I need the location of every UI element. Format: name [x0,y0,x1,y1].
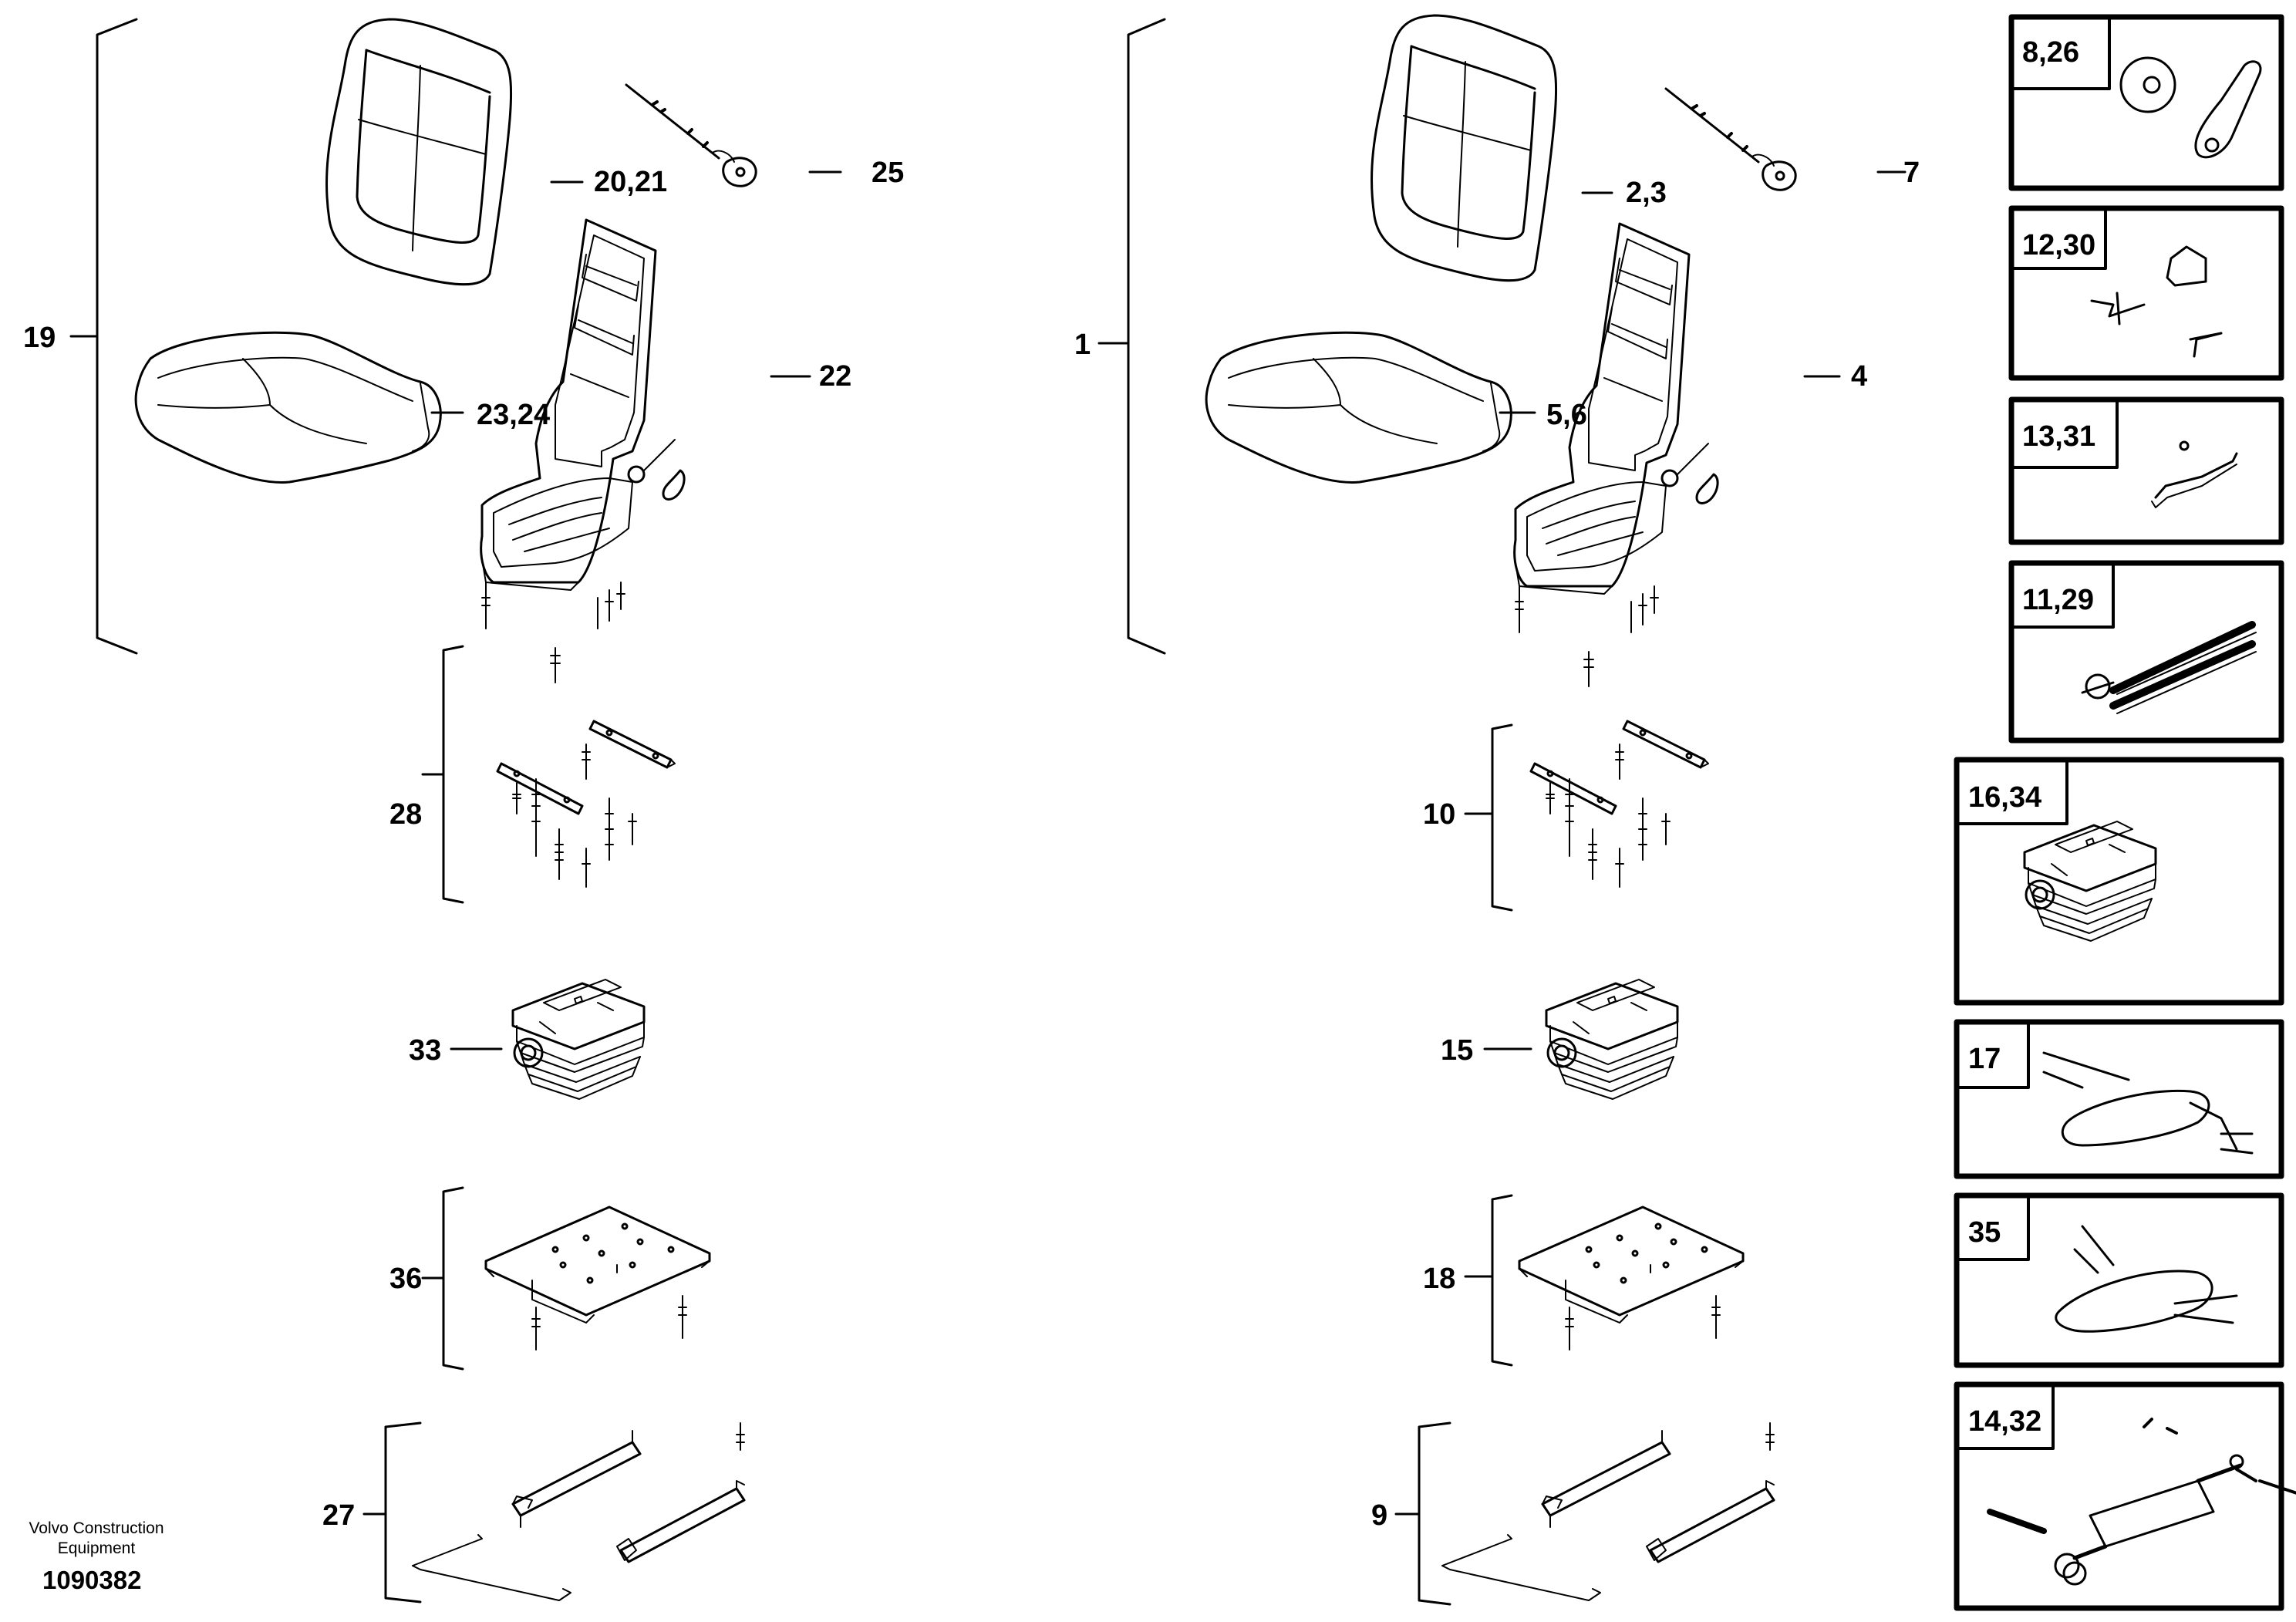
detail-box-14-32 [1954,1381,2284,1611]
detail-box-16-34 [1954,757,2284,1006]
left-mounting-bars [496,720,676,889]
right-mounting-plate [1518,1206,1745,1351]
left-backrest [325,18,513,286]
right-cushion [1205,331,1512,484]
label-33: 33 [409,1034,441,1067]
left-mounting-plate [484,1206,711,1351]
right-knob-rod [1664,87,1798,192]
label-28: 28 [389,798,422,831]
label-36: 36 [389,1263,422,1295]
detail-box-8-26 [2008,14,2284,191]
right-mounting-bars [1529,720,1710,889]
detail-box-13-31 [2008,396,2284,545]
brand-line-1: Volvo Construction [29,1519,164,1537]
box-label-14-32: 14,32 [1968,1405,2041,1438]
detail-box-17 [1954,1019,2284,1179]
label-27: 27 [322,1499,355,1532]
label-20-21: 20,21 [594,166,667,198]
box-label-16-34: 16,34 [1968,781,2041,814]
detail-box-11-29 [2008,560,2284,744]
label-7: 7 [1903,157,1920,189]
lever-part [2194,60,2262,159]
hook-bracket-part [2154,452,2238,499]
armrest-part [2061,1089,2210,1147]
left-slide-rails [411,1421,746,1602]
left-frame [480,218,686,684]
label-19: 19 [23,322,56,354]
suspension-detail [2023,820,2157,943]
right-assembly-bracket [1127,18,1166,655]
label-25: 25 [872,157,904,189]
label-5-6: 5,6 [1546,399,1587,431]
right-slide-rails [1441,1421,1775,1602]
right-seat-assembly [1097,14,1907,1606]
right-suspension [1545,978,1679,1101]
box-label-13-31: 13,31 [2022,420,2095,453]
label-10: 10 [1423,798,1455,831]
right-backrest [1371,14,1558,282]
detail-box-35 [1954,1192,2284,1368]
document-number: 1090382 [42,1566,142,1594]
left-seat-assembly [69,18,842,1603]
box-label-11-29: 11,29 [2022,584,2094,616]
box-label-35: 35 [1968,1216,2001,1249]
left-suspension [511,978,646,1101]
detail-boxes [1954,14,2296,1611]
left-cushion [134,331,442,484]
label-4: 4 [1851,360,1867,393]
label-18: 18 [1423,1263,1455,1295]
label-23-24: 23,24 [477,399,550,431]
label-1: 1 [1074,329,1091,361]
damper-part [1987,1418,2296,1586]
spring-part [2109,621,2257,714]
box-label-8-26: 8,26 [2022,36,2079,69]
box-label-17: 17 [1968,1043,2001,1075]
armrest-detail-part [2055,1270,2213,1333]
right-frame [1513,222,1719,688]
brand-line-2: Equipment [57,1539,136,1557]
callout-labels: 19 20,21 25 22 23,24 28 33 36 27 1 2,3 7… [23,36,2095,1532]
label-22: 22 [819,360,851,393]
clip-part [2166,245,2207,287]
label-2-3: 2,3 [1626,177,1667,209]
label-15: 15 [1441,1034,1473,1067]
detail-box-12-30 [2008,205,2284,381]
left-assembly-bracket [96,18,138,655]
knob-part [2119,56,2176,113]
box-label-12-30: 12,30 [2022,229,2095,261]
label-9: 9 [1371,1499,1387,1532]
